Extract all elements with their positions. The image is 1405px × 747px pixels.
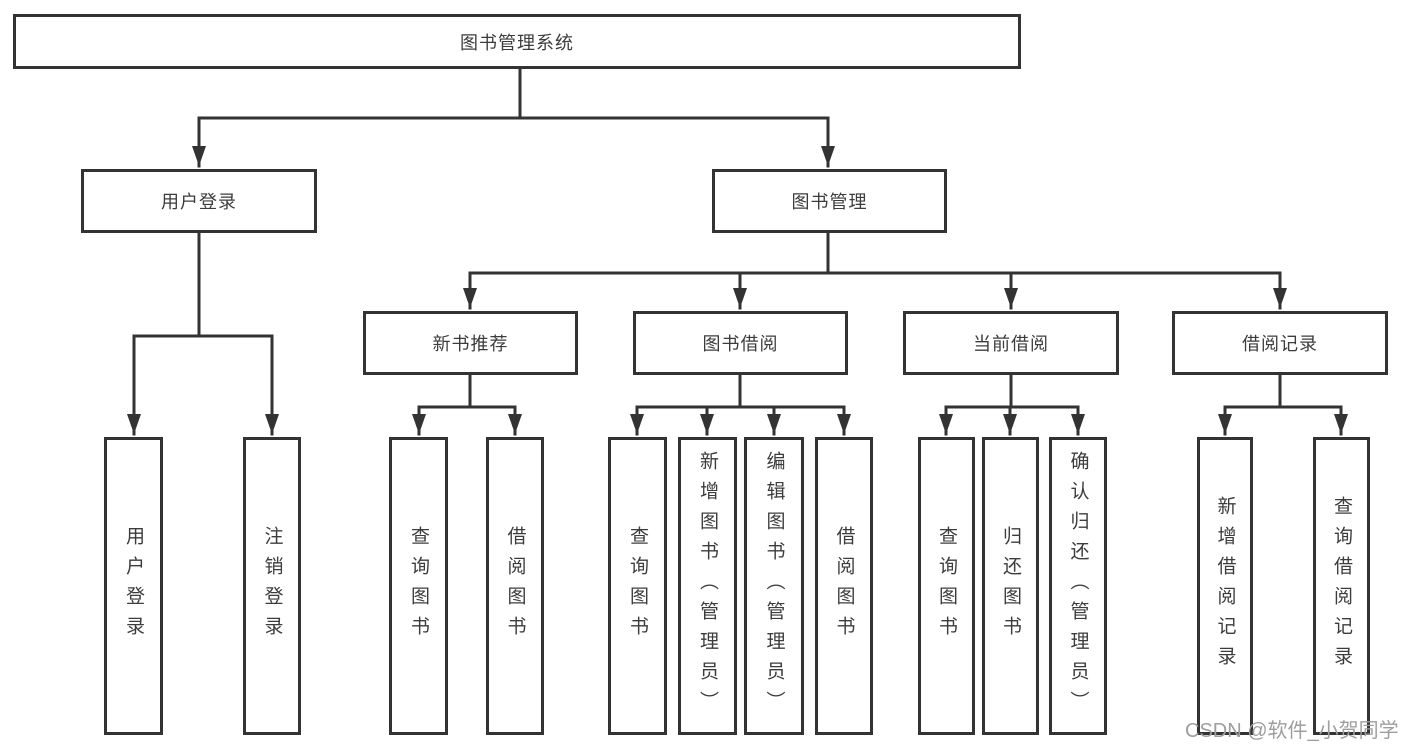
leaf-query-borrow-record-label: 查询借阅记录 [1331,496,1352,676]
leaf-query-books-1: 查询图书 [389,437,448,735]
node-current-borrow-label: 当前借阅 [973,334,1049,354]
leaf-confirm-return-admin: 确认归还（管理员） [1049,437,1107,735]
leaf-user-login: 用户登录 [104,437,163,735]
node-current-borrow: 当前借阅 [903,311,1119,375]
node-book-borrow: 图书借阅 [633,311,848,375]
leaf-add-books-admin: 新增图书（管理员） [678,437,737,735]
node-new-book-recommend: 新书推荐 [363,311,578,375]
node-user-login: 用户登录 [81,169,317,233]
leaf-user-login-label: 用户登录 [123,526,144,646]
node-library-system-label: 图书管理系统 [460,32,574,53]
node-book-management-label: 图书管理 [791,192,868,212]
leaf-borrow-books-1-label: 借阅图书 [504,526,526,646]
leaf-return-books: 归还图书 [982,437,1039,735]
leaf-add-borrow-record-label: 新增借阅记录 [1214,496,1236,676]
leaf-borrow-books-1: 借阅图书 [486,437,544,735]
node-user-login-label: 用户登录 [161,192,237,212]
leaf-edit-books-admin-label: 编辑图书（管理员） [763,451,785,721]
node-book-borrow-label: 图书借阅 [702,334,779,354]
leaf-query-borrow-record: 查询借阅记录 [1313,437,1370,735]
node-book-management: 图书管理 [712,169,947,233]
leaf-add-borrow-record: 新增借阅记录 [1197,437,1253,735]
leaf-logout-label: 注销登录 [261,526,283,646]
leaf-borrow-books-2: 借阅图书 [815,437,873,735]
node-library-system: 图书管理系统 [13,14,1021,69]
leaf-return-books-label: 归还图书 [1000,526,1021,646]
leaf-logout: 注销登录 [243,437,301,735]
node-new-book-recommend-label: 新书推荐 [432,334,509,354]
leaf-query-books-2: 查询图书 [608,437,667,735]
node-borrow-records-label: 借阅记录 [1242,334,1318,354]
leaf-confirm-return-admin-label: 确认归还（管理员） [1067,451,1089,721]
leaf-query-books-3-label: 查询图书 [936,526,957,646]
leaf-edit-books-admin: 编辑图书（管理员） [744,437,804,735]
leaf-query-books-1-label: 查询图书 [408,526,429,646]
leaf-add-books-admin-label: 新增图书（管理员） [697,451,718,721]
watermark: CSDN @软件_小贺同学 [1185,720,1399,742]
leaf-query-books-2-label: 查询图书 [627,526,648,646]
leaf-query-books-3: 查询图书 [918,437,975,735]
node-borrow-records: 借阅记录 [1172,311,1388,375]
leaf-borrow-books-2-label: 借阅图书 [833,526,855,646]
